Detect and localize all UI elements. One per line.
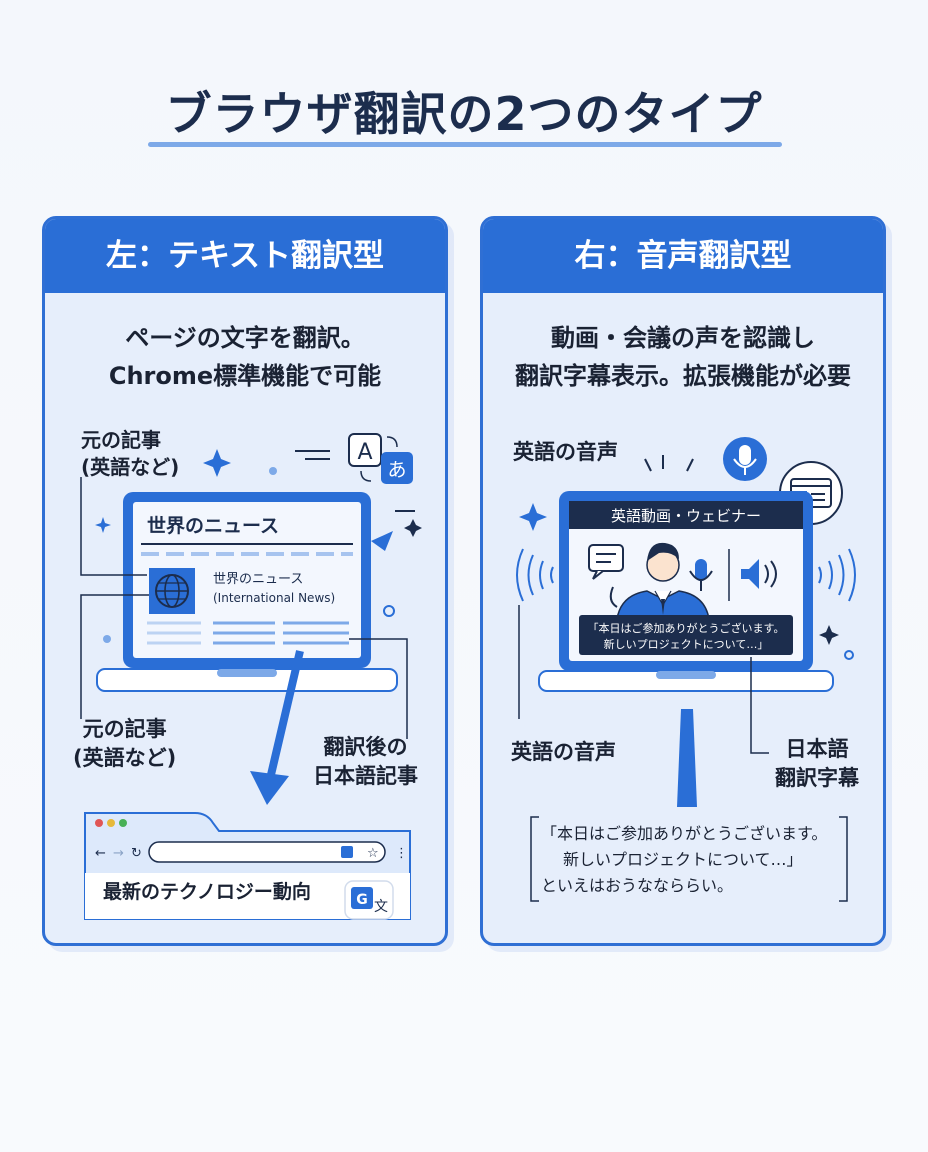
label-original-article-bottom: 元の記事 (英語など) [73, 715, 176, 773]
label-english-audio-top: 英語の音声 [513, 440, 618, 464]
google-translate-g: G [356, 892, 368, 908]
label-line: 元の記事 [82, 717, 167, 741]
voice-translation-desc-line2: 翻訳字幕表示。拡張機能が必要 [515, 362, 851, 390]
connector-line [349, 638, 408, 739]
transcript-bracket-left [530, 816, 539, 902]
label-translated-article: 翻訳後の 日本語記事 [313, 733, 418, 791]
globe-icon [155, 574, 189, 608]
connector-line [750, 657, 769, 754]
page-title: ブラウザ翻訳の2つのタイプ [165, 87, 763, 141]
transcript-line: 新しいプロジェクトについて…」 [563, 850, 803, 869]
address-bar [148, 841, 386, 863]
dot-decoration [844, 650, 854, 660]
browser-page-heading: 最新のテクノロジー動向 [103, 881, 311, 903]
presenter-avatar [609, 542, 710, 620]
laptop: 世界のニュース 世界のニュース (International News) [96, 492, 398, 692]
dot-decoration [103, 635, 111, 643]
label-line: (英語など) [73, 746, 177, 770]
label-line: (英語など) [81, 455, 180, 479]
text-translation-illustration: A あ 世界のニュース 世界のニュース (Internatio [80, 433, 422, 920]
video-title: 英語動画・ウェビナー [611, 507, 761, 525]
label-english-audio-bottom: 英語の音声 [511, 740, 616, 764]
sound-wave-left-icon [516, 548, 564, 602]
transcript-line: といえはおうななららい。 [541, 876, 734, 895]
google-translate-ja: 文 [374, 899, 388, 915]
text-translation-desc-line1: ページの文字を翻訳。 [125, 324, 365, 352]
voice-translation-desc-line1: 動画・会議の声を認識し [551, 324, 815, 352]
label-original-article-top: 元の記事 (英語など) [81, 427, 179, 481]
dot-decoration [269, 467, 277, 475]
label-line: 翻訳後の [323, 735, 408, 759]
transcript-line: 「本日はご参加ありがとうございます。 [541, 824, 828, 843]
label-line: 日本語記事 [313, 764, 418, 788]
transcript-bracket-right [839, 816, 848, 902]
chat-bubble-icon [588, 544, 624, 580]
translation-arrow [250, 650, 304, 805]
maximize-dot [119, 819, 127, 827]
voice-translation-panel: 右：音声翻訳型 動画・会議の声を認識し 翻訳字幕表示。拡張機能が必要 [480, 216, 886, 946]
label-line: 翻訳字幕 [775, 766, 859, 790]
text-translation-header: 左：テキスト翻訳型 [45, 219, 445, 293]
connector-line [80, 594, 149, 719]
connector-line [80, 477, 147, 576]
star-icon: ☆ [367, 846, 379, 861]
speaker-icon [741, 559, 777, 589]
back-icon: ← [95, 846, 106, 861]
sparkle-icon [203, 449, 231, 477]
translate-icon-ja: あ [387, 459, 406, 481]
sparkle-icon [519, 503, 547, 531]
subtitle-line1: 「本日はご参加ありがとうございます。 [588, 621, 785, 635]
label-japanese-subtitle: 日本語 翻訳字幕 [775, 735, 859, 793]
text-translation-panel: 左：テキスト翻訳型 ページの文字を翻訳。 Chrome標準機能で可能 A あ [42, 216, 448, 946]
voice-translation-illustration: 英語動画・ウェビナー [516, 437, 856, 902]
video-laptop: 英語動画・ウェビナー [538, 491, 834, 692]
down-arrow [677, 709, 697, 807]
text-translation-description: ページの文字を翻訳。 Chrome標準機能で可能 [45, 319, 445, 395]
sparkle-icon [95, 517, 111, 533]
translate-icon-en: A [357, 440, 372, 465]
presenter-microphone-icon [689, 559, 713, 591]
article-title-en: (International News) [213, 591, 335, 605]
subtitle-line2: 新しいプロジェクトについて…」 [604, 637, 769, 651]
sparkle-icon [819, 625, 839, 645]
forward-icon: → [113, 846, 124, 861]
translate-small-icon [341, 846, 353, 858]
subtitle-box [579, 615, 793, 655]
sound-wave-right-icon [808, 548, 856, 602]
label-line: 元の記事 [81, 428, 161, 452]
reload-icon: ↻ [131, 846, 142, 861]
close-dot [95, 819, 103, 827]
translate-icon: A あ [348, 433, 413, 484]
menu-icon: ⋮ [395, 846, 408, 861]
browser-window: ← → ↻ ☆ ⋮ G 文 [84, 812, 411, 920]
voice-translation-description: 動画・会議の声を認識し 翻訳字幕表示。拡張機能が必要 [483, 319, 883, 395]
microphone-icon [723, 437, 767, 481]
voice-translation-header: 右：音声翻訳型 [483, 219, 883, 293]
laptop-page-title: 世界のニュース [147, 515, 279, 537]
label-line: 日本語 [785, 737, 849, 761]
article-title-ja: 世界のニュース [213, 572, 303, 587]
title-underline [148, 142, 782, 147]
minimize-dot [107, 819, 115, 827]
transcript-text: 「本日はご参加ありがとうございます。 新しいプロジェクトについて…」 といえはお… [541, 821, 827, 899]
dot-decoration [383, 605, 395, 617]
text-translation-desc-line2: Chrome標準機能で可能 [108, 362, 382, 390]
